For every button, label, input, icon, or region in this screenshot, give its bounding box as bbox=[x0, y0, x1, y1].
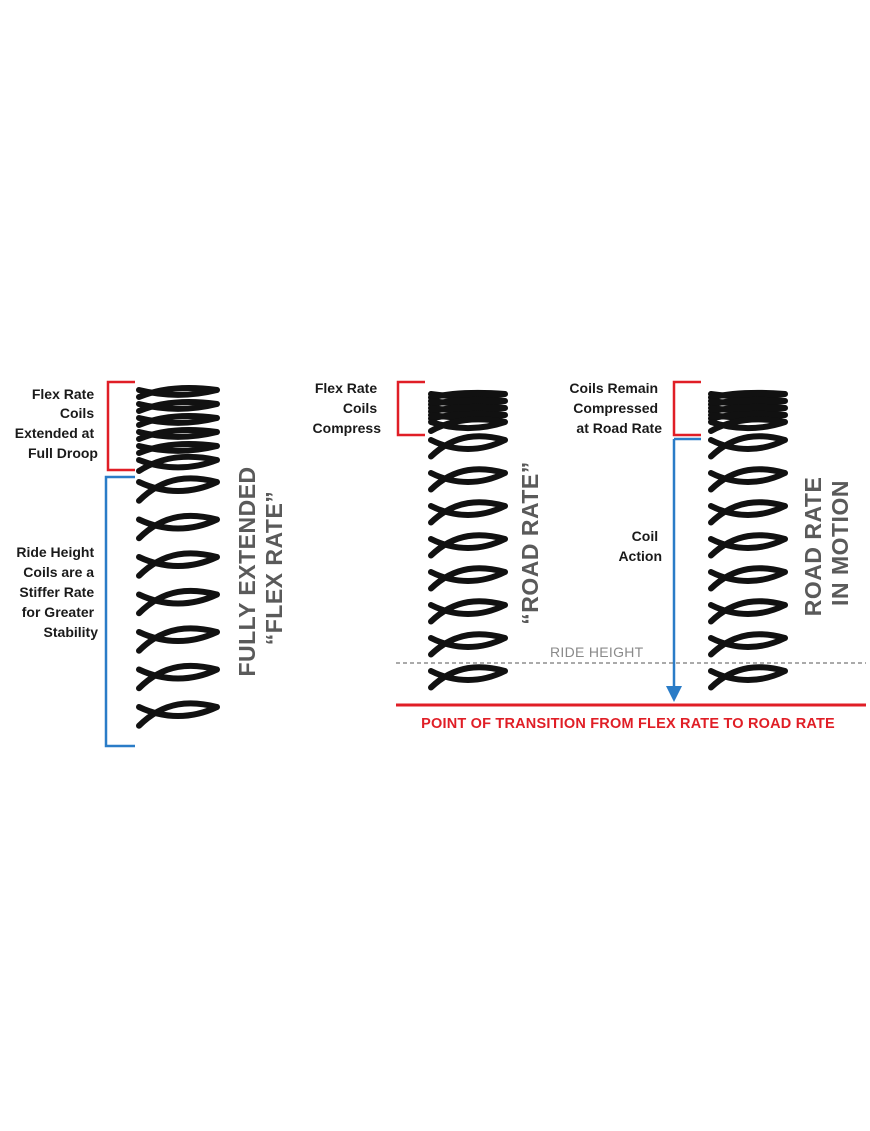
spring-coil bbox=[136, 412, 220, 428]
spring-coil bbox=[136, 512, 220, 542]
spring-coil bbox=[136, 384, 220, 400]
spring-coil bbox=[428, 396, 508, 408]
spring-coil bbox=[136, 453, 220, 474]
spring-coil bbox=[708, 389, 788, 401]
panel-fully-extended: Flex Rate Coils Extended at Full Droop R… bbox=[15, 380, 287, 748]
spring-coil bbox=[428, 664, 508, 691]
flex-rate-bracket bbox=[396, 380, 425, 437]
spring-coil bbox=[428, 565, 508, 592]
spring-coil bbox=[428, 499, 508, 526]
spring-coil bbox=[708, 532, 788, 559]
ride-height-bracket bbox=[104, 475, 135, 748]
ride-height-label: Ride Height Coils are a Stiffer Rate for… bbox=[16, 544, 98, 640]
spring-coil bbox=[708, 466, 788, 493]
spring-coil bbox=[136, 426, 220, 442]
coils-remain-bracket bbox=[672, 380, 701, 437]
panel-title-fully-extended: FULLY EXTENDED “FLEX RATE” bbox=[234, 459, 287, 676]
spring-coil bbox=[428, 389, 508, 401]
spring-coil bbox=[136, 398, 220, 414]
spring-coil bbox=[136, 550, 220, 579]
spring-coil bbox=[136, 700, 220, 729]
spring-coil bbox=[708, 433, 788, 460]
spring-coil bbox=[428, 416, 508, 434]
flex-rate-label: Flex Rate Coils Extended at Full Droop bbox=[15, 386, 98, 461]
panel-road-rate: Flex Rate Coils Compress “ROAD RATE” bbox=[313, 380, 543, 691]
spring-coil bbox=[708, 499, 788, 526]
spring-coil bbox=[428, 631, 508, 658]
transition-label: POINT OF TRANSITION FROM FLEX RATE TO RO… bbox=[421, 716, 835, 732]
spring-coil bbox=[136, 662, 220, 692]
spring-coil bbox=[136, 475, 220, 504]
panel-title-road-rate: “ROAD RATE” bbox=[517, 461, 543, 625]
spring-coil bbox=[428, 598, 508, 625]
coils-remain-label: Coils Remain Compressed at Road Rate bbox=[569, 380, 662, 436]
panel-road-rate-in-motion: Coils Remain Compressed at Road Rate Coi… bbox=[569, 380, 853, 702]
spring-coil bbox=[708, 403, 788, 415]
spring-coil bbox=[708, 598, 788, 625]
flex-rate-bracket bbox=[106, 380, 135, 472]
spring-coil bbox=[136, 587, 220, 617]
coil-action-arrow-head bbox=[666, 686, 682, 702]
spring-coil bbox=[136, 440, 220, 456]
spring-coil bbox=[136, 625, 220, 654]
coil-action-label: Coil Action bbox=[618, 528, 662, 564]
spring-coil bbox=[708, 565, 788, 592]
panel-title-road-rate-in-motion: ROAD RATE IN MOTION bbox=[800, 470, 853, 616]
spring-coil bbox=[428, 466, 508, 493]
spring-coil bbox=[708, 396, 788, 408]
flex-rate-label: Flex Rate Coils Compress bbox=[313, 380, 382, 436]
spring-coil bbox=[708, 631, 788, 658]
spring-coil bbox=[428, 532, 508, 559]
spring-road-rate bbox=[428, 389, 508, 691]
ride-height-label: RIDE HEIGHT bbox=[550, 644, 644, 660]
spring-coil bbox=[708, 664, 788, 691]
spring-road-rate-in-motion bbox=[708, 389, 788, 691]
spring-coil bbox=[428, 403, 508, 415]
spring-fully-extended bbox=[136, 384, 220, 729]
spring-coil bbox=[428, 433, 508, 460]
spring-coil bbox=[708, 416, 788, 434]
